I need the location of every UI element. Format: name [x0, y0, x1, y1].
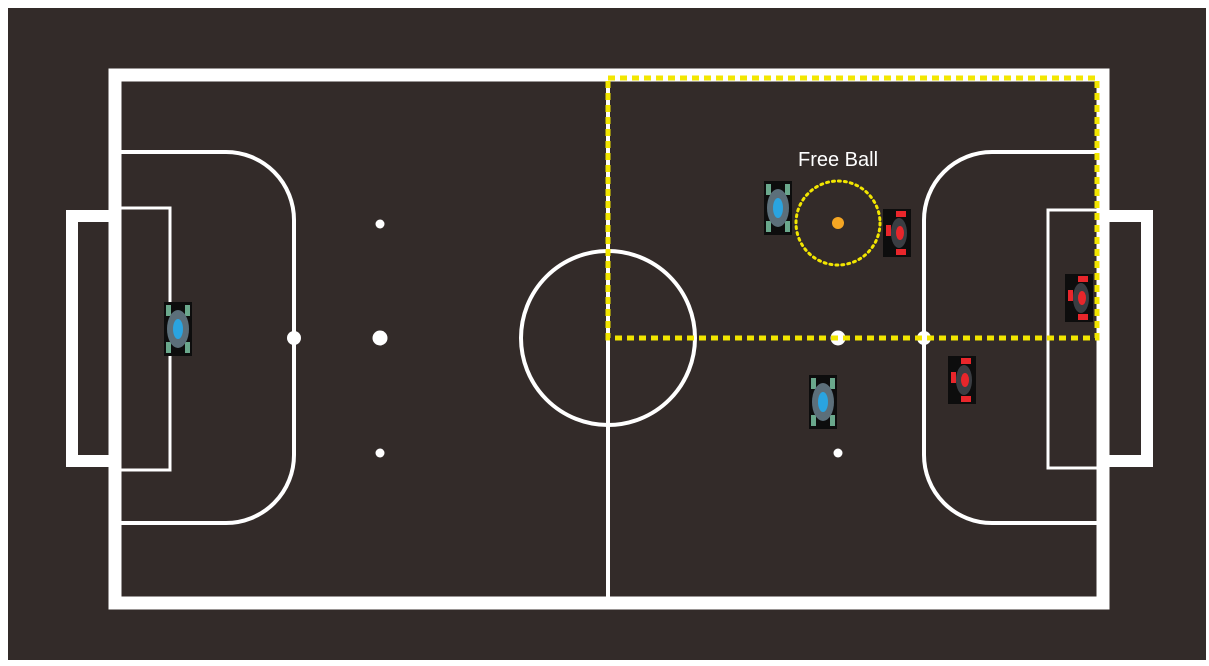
red-robot-icon: [1065, 274, 1093, 322]
blue-robot-icon: [164, 302, 192, 356]
spot: [376, 220, 385, 229]
spot: [834, 449, 843, 458]
blue-robot-icon: [809, 375, 837, 429]
ball: [832, 217, 844, 229]
spot: [373, 331, 388, 346]
red-robot-icon: [883, 209, 911, 257]
red-robot-icon: [948, 356, 976, 404]
blue-robot-icon: [764, 181, 792, 235]
free-ball-label: Free Ball: [798, 149, 878, 171]
spot: [376, 449, 385, 458]
spot: [287, 331, 301, 345]
